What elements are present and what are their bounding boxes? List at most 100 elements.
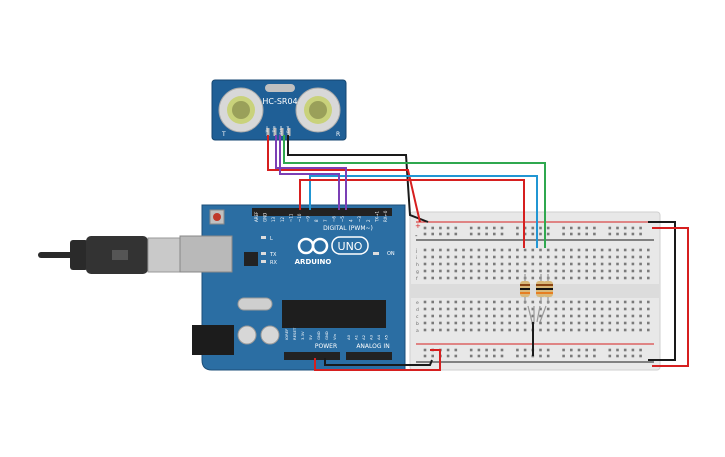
breadboard-hole[interactable] [600,328,604,332]
breadboard-hole[interactable] [423,300,427,304]
rail-hole[interactable] [546,232,550,236]
breadboard-hole[interactable] [608,307,612,311]
breadboard-hole[interactable] [516,248,519,252]
breadboard-hole[interactable] [423,269,427,273]
rail-hole[interactable] [608,226,612,230]
breadboard-hole[interactable] [562,314,565,318]
rail-hole[interactable] [485,226,488,230]
breadboard-hole[interactable] [439,262,442,266]
breadboard-hole[interactable] [516,321,519,325]
breadboard-hole[interactable] [585,307,588,311]
rail-hole[interactable] [531,232,535,236]
breadboard-hole[interactable] [439,328,442,332]
rail-hole[interactable] [639,354,642,358]
breadboard-hole[interactable] [539,307,542,311]
breadboard-hole[interactable] [500,262,504,266]
breadboard-hole[interactable] [554,300,558,304]
breadboard-hole[interactable] [462,269,465,273]
digital-header[interactable] [252,208,392,216]
breadboard-hole[interactable] [577,255,581,259]
wire-purple-trig[interactable] [275,135,347,210]
wire-black-rail-bridge[interactable] [648,221,676,361]
breadboard-hole[interactable] [539,262,542,266]
rail-hole[interactable] [631,354,635,358]
breadboard-hole[interactable] [562,262,565,266]
breadboard-hole[interactable] [639,328,642,332]
breadboard-hole[interactable] [508,269,511,273]
breadboard-hole[interactable] [631,300,635,304]
rail-hole[interactable] [439,232,442,236]
breadboard-hole[interactable] [616,321,619,325]
breadboard-hole[interactable] [554,321,558,325]
sensor-pin[interactable] [273,128,277,136]
wire-blue[interactable] [309,175,538,248]
breadboard-hole[interactable] [585,328,588,332]
breadboard-hole[interactable] [431,307,434,311]
rail-hole[interactable] [523,226,527,230]
breadboard-hole[interactable] [608,255,612,259]
rail-hole[interactable] [539,232,542,236]
breadboard-hole[interactable] [593,300,596,304]
breadboard-hole[interactable] [454,314,458,318]
breadboard-hole[interactable] [462,321,465,325]
breadboard-hole[interactable] [554,276,558,280]
breadboard-hole[interactable] [508,314,511,318]
usb-cable[interactable] [38,236,183,274]
reset-button[interactable] [213,213,221,221]
arduino-uno-board[interactable]: UNO ARDUINO DIGITAL (PWM~) POWER ANALOG … [179,204,406,371]
rail-hole[interactable] [493,232,496,236]
rail-hole[interactable] [500,226,504,230]
breadboard-hole[interactable] [616,307,619,311]
rail-hole[interactable] [593,348,596,352]
breadboard-hole[interactable] [531,248,535,252]
breadboard-hole[interactable] [631,269,635,273]
breadboard-hole[interactable] [593,248,596,252]
breadboard-hole[interactable] [600,321,604,325]
breadboard-hole[interactable] [546,248,550,252]
rail-hole[interactable] [454,232,458,236]
rail-hole[interactable] [500,348,504,352]
breadboard-hole[interactable] [639,269,642,273]
breadboard-hole[interactable] [623,248,627,252]
wire-red-signal[interactable] [299,179,525,248]
breadboard-hole[interactable] [531,262,535,266]
breadboard-hole[interactable] [608,300,612,304]
breadboard-hole[interactable] [439,248,442,252]
breadboard-hole[interactable] [608,276,612,280]
rail-hole[interactable] [616,232,619,236]
wire-black-ground-rail[interactable] [324,358,433,366]
breadboard-hole[interactable] [585,314,588,318]
rail-hole[interactable] [608,232,612,236]
breadboard-hole[interactable] [562,248,565,252]
breadboard-hole[interactable] [585,262,588,266]
rail-hole[interactable] [446,348,450,352]
breadboard-hole[interactable] [446,321,450,325]
breadboard-hole[interactable] [608,314,612,318]
breadboard-hole[interactable] [647,321,650,325]
breadboard-hole[interactable] [577,314,581,318]
breadboard-hole[interactable] [570,321,573,325]
rail-hole[interactable] [446,354,450,358]
rail-hole[interactable] [500,354,504,358]
breadboard-hole[interactable] [469,300,473,304]
wire-red-rail-bridge[interactable] [652,227,689,367]
rail-hole[interactable] [570,348,573,352]
rail-hole[interactable] [493,226,496,230]
rail-hole[interactable] [562,232,565,236]
breadboard-hole[interactable] [639,300,642,304]
rail-hole[interactable] [639,226,642,230]
rail-hole[interactable] [439,226,442,230]
breadboard-hole[interactable] [554,262,558,266]
breadboard-hole[interactable] [477,300,481,304]
rail-hole[interactable] [454,348,458,352]
rail-hole[interactable] [562,354,565,358]
breadboard-hole[interactable] [639,276,642,280]
breadboard-hole[interactable] [477,314,481,318]
breadboard-hole[interactable] [462,276,465,280]
breadboard-hole[interactable] [493,276,496,280]
breadboard-hole[interactable] [539,321,542,325]
breadboard-hole[interactable] [616,300,619,304]
breadboard-hole[interactable] [439,314,442,318]
breadboard-hole[interactable] [647,300,650,304]
breadboard-hole[interactable] [469,248,473,252]
